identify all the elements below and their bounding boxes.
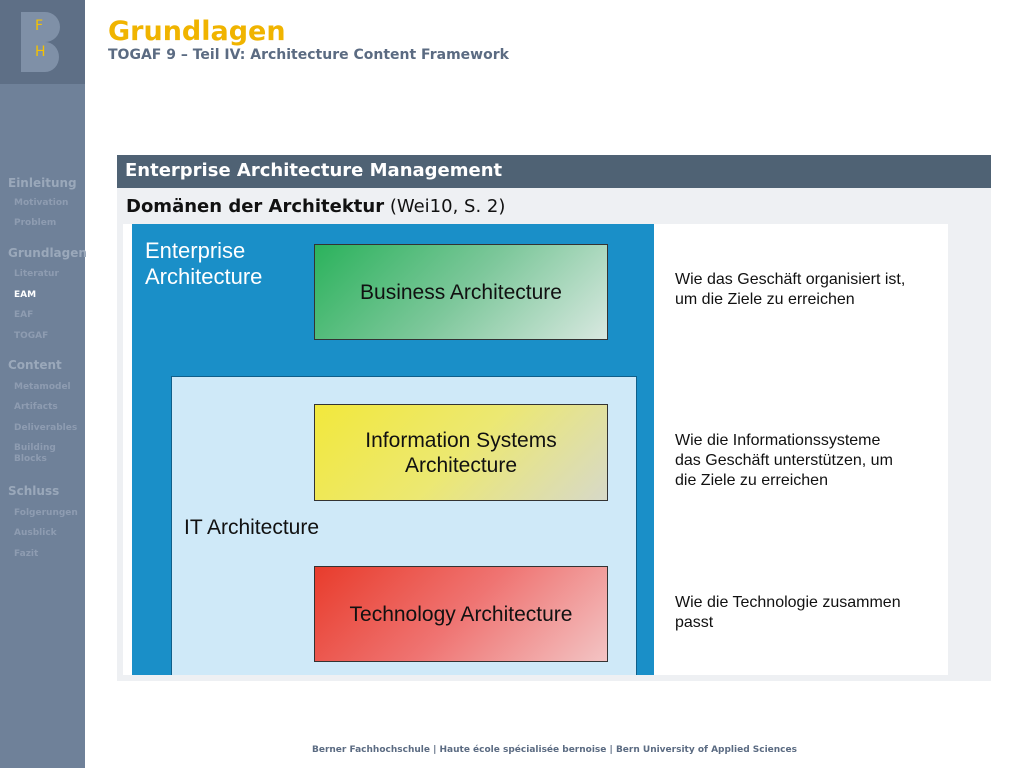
sidebar: F H Einleitung Motivation Problem Grundl… (0, 0, 87, 768)
nav-item-literatur[interactable]: Literatur (14, 269, 59, 279)
infosys-desc-line3: die Ziele zu erreichen (675, 472, 828, 489)
logo-letter-h: H (35, 44, 46, 60)
infosys-desc-line1: Wie die Informationssysteme (675, 432, 881, 449)
nav-item-building-blocks[interactable]: Building Blocks (14, 443, 56, 464)
technology-architecture-label: Technology Architecture (349, 602, 573, 626)
nav-item-motivation[interactable]: Motivation (14, 198, 69, 208)
domains-heading-bold: Domänen der Architektur (126, 196, 385, 217)
nav-item-eam[interactable]: EAM (14, 290, 37, 300)
nav-item-metamodel[interactable]: Metamodel (14, 382, 71, 392)
logo-letter-f: F (35, 18, 44, 34)
block-title: Enterprise Architecture Management (125, 160, 503, 181)
business-architecture-label: Business Architecture (360, 280, 562, 304)
nav-item-folgerungen[interactable]: Folgerungen (14, 508, 78, 518)
infosys-label-line1: Information Systems (365, 428, 557, 452)
it-architecture-label: IT Architecture (184, 516, 320, 539)
ea-label-line1: Enterprise (145, 238, 246, 263)
tech-desc-line2: passt (675, 614, 714, 631)
infosys-desc-line2: das Geschäft unterstützen, um (675, 452, 893, 469)
technology-description: Wie die Technologie zusammen passt (675, 593, 945, 633)
nav-item-fazit[interactable]: Fazit (14, 549, 39, 559)
domains-heading-citation: (Wei10, S. 2) (389, 196, 506, 217)
nav-section-content[interactable]: Content (8, 358, 62, 372)
technology-architecture-box: Technology Architecture (314, 566, 608, 662)
nav-section-einleitung[interactable]: Einleitung (8, 176, 77, 190)
infosys-description: Wie die Informationssysteme das Geschäft… (675, 431, 945, 491)
infosys-label-line2: Architecture (404, 453, 518, 477)
footer: Berner Fachhochschule | Haute école spéc… (312, 745, 797, 755)
tech-desc-line1: Wie die Technologie zusammen (675, 594, 901, 611)
logo-b-shape (21, 12, 60, 72)
slide-title: Grundlagen (108, 16, 286, 47)
information-systems-architecture-box: Information Systems Architecture (314, 404, 608, 501)
business-desc-line2: um die Ziele zu erreichen (675, 291, 855, 308)
slide-subtitle: TOGAF 9 – Teil IV: Architecture Content … (108, 47, 509, 63)
nav-item-ausblick[interactable]: Ausblick (14, 528, 57, 538)
bfh-logo: F H (21, 12, 61, 72)
nav-section-schluss[interactable]: Schluss (8, 484, 60, 498)
nav-item-eaf[interactable]: EAF (14, 310, 34, 320)
domains-heading: Domänen der Architektur (Wei10, S. 2) (126, 196, 505, 217)
nav-item-artifacts[interactable]: Artifacts (14, 402, 58, 412)
sidebar-logo-area: F H (0, 0, 85, 84)
nav-item-problem[interactable]: Problem (14, 218, 57, 228)
business-architecture-box: Business Architecture (314, 244, 608, 340)
nav-section-grundlagen[interactable]: Grundlagen (8, 246, 87, 260)
enterprise-architecture-label: Enterprise Architecture (145, 238, 262, 290)
business-description: Wie das Geschäft organisiert ist, um die… (675, 270, 945, 310)
nav-item-togaf[interactable]: TOGAF (14, 331, 49, 341)
business-desc-line1: Wie das Geschäft organisiert ist, (675, 271, 906, 288)
nav-item-deliverables[interactable]: Deliverables (14, 423, 78, 433)
ea-label-line2: Architecture (145, 264, 263, 289)
block-header: Enterprise Architecture Management (117, 155, 991, 188)
